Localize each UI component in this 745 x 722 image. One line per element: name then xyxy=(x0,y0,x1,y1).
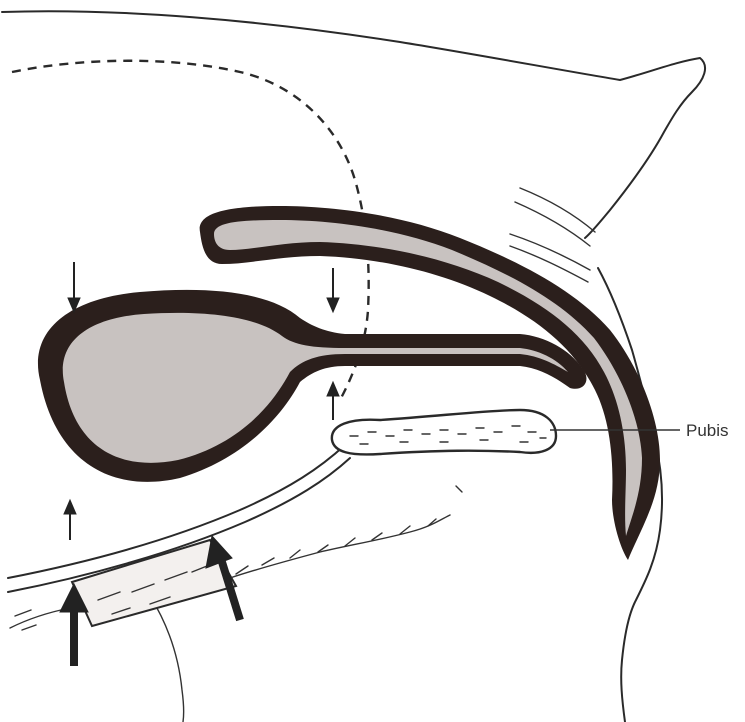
urinary-bladder xyxy=(38,290,587,482)
bladder-ventral-arrow xyxy=(64,500,76,540)
dorsal-body-contour xyxy=(2,11,705,238)
urethra-dorsal-arrow xyxy=(327,268,339,312)
urethra-ventral-arrow xyxy=(327,382,339,420)
bladder-dorsal-arrow xyxy=(68,262,80,312)
pubis-bone xyxy=(332,410,556,454)
hind-limb-contour xyxy=(150,596,184,722)
stray-mark xyxy=(456,486,462,492)
pubis-label: Pubis xyxy=(686,421,729,440)
